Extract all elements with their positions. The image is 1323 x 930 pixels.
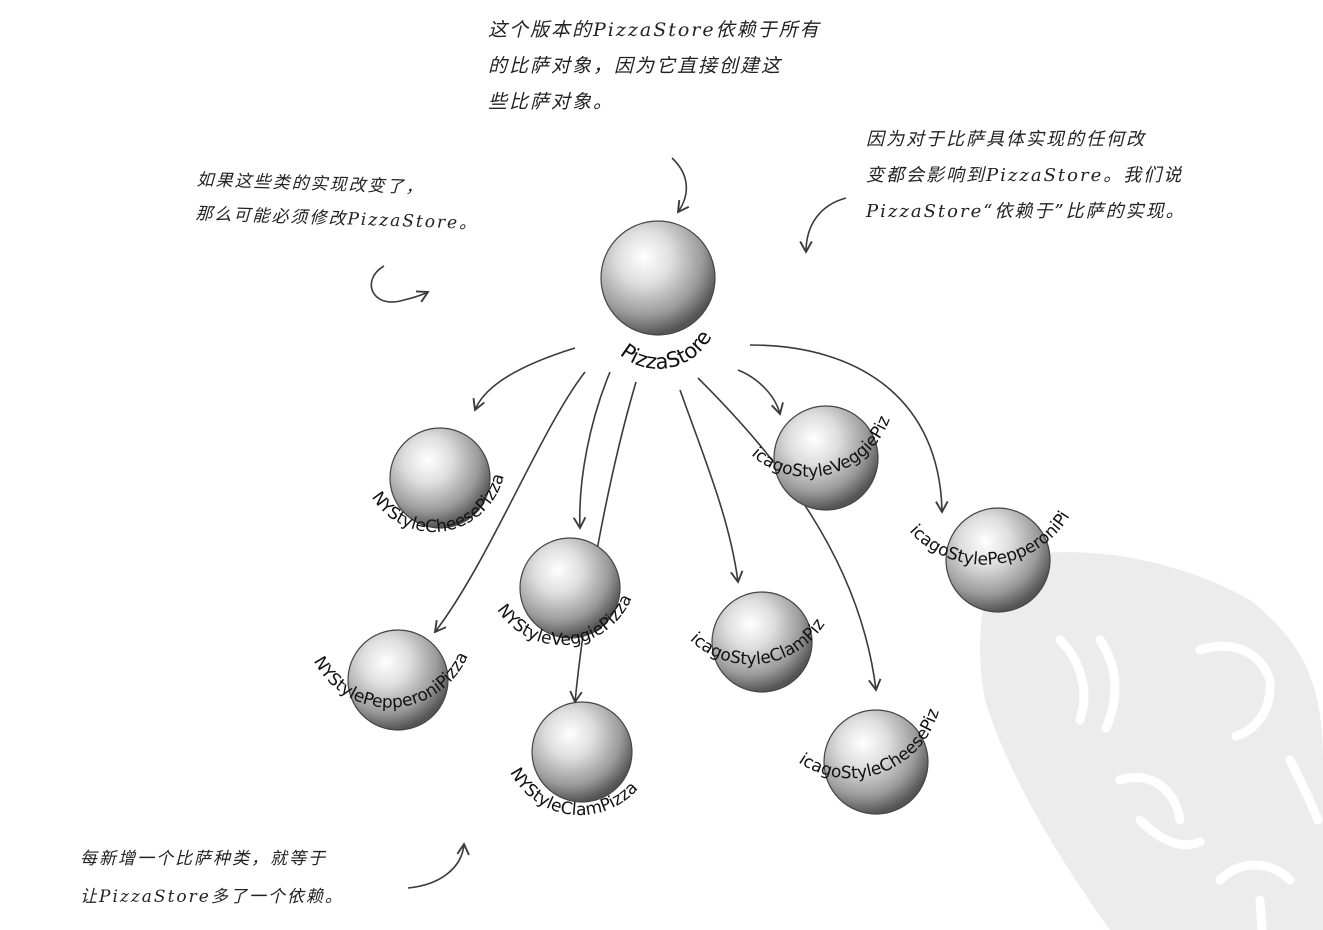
annotation-top-line: 些比萨对象。 bbox=[488, 91, 615, 113]
chicago-cheese-sphere bbox=[823, 709, 929, 815]
annotation-top-line: 的比萨对象，因为它直接创建这 bbox=[488, 55, 783, 77]
annotation-top: 这个版本的PizzaStore依赖于所有 的比萨对象，因为它直接创建这 些比萨对… bbox=[488, 12, 821, 120]
annotation-top-line: 这个版本的PizzaStore依赖于所有 bbox=[488, 19, 821, 41]
annotation-left: 如果这些类的实现改变了， 那么可能必须修改PizzaStore。 bbox=[195, 163, 480, 241]
annotation-right: 因为对于比萨具体实现的任何改 变都会影响到PizzaStore。我们说 Pizz… bbox=[866, 122, 1186, 230]
pointer-left-note bbox=[370, 265, 430, 303]
arrow-to-ny-veggie bbox=[572, 371, 611, 530]
ny-veggie-sphere bbox=[519, 537, 621, 639]
annotation-right-line: PizzaStore“依赖于”比萨的实现。 bbox=[866, 201, 1186, 222]
ny-clam-sphere bbox=[531, 701, 633, 803]
annotation-right-line: 变都会影响到PizzaStore。我们说 bbox=[866, 165, 1184, 186]
annotation-bottom: 每新增一个比萨种类，就等于 让PizzaStore多了一个依赖。 bbox=[80, 840, 344, 916]
chicago-pepperoni-sphere bbox=[945, 507, 1051, 613]
ny-cheese-sphere bbox=[389, 427, 491, 529]
arrow-to-chicago-cheese bbox=[697, 377, 882, 692]
pointer-top-note bbox=[671, 157, 690, 214]
ny-pepperoni-sphere bbox=[347, 629, 449, 731]
arrow-to-ny-cheese bbox=[472, 347, 576, 412]
annotation-bottom-line: 每新增一个比萨种类，就等于 bbox=[80, 849, 327, 869]
chicago-clam-sphere bbox=[711, 591, 813, 693]
annotation-pointers bbox=[370, 157, 847, 889]
class-nodes bbox=[347, 220, 1051, 815]
pointer-bottom-note bbox=[407, 842, 470, 889]
arrow-to-chicago-veggie bbox=[737, 369, 784, 416]
chicago-veggie-sphere bbox=[773, 405, 879, 511]
arrow-to-ny-clam bbox=[569, 381, 637, 704]
dependency-arrows bbox=[433, 344, 949, 704]
arrow-to-chicago-clam bbox=[679, 389, 744, 584]
arrow-to-ny-pepperoni bbox=[433, 371, 586, 634]
arrow-to-chicago-pepperoni bbox=[749, 344, 949, 514]
root-node-sphere bbox=[600, 220, 716, 336]
annotation-bottom-line: 让PizzaStore多了一个依赖。 bbox=[80, 887, 344, 907]
annotation-right-line: 因为对于比萨具体实现的任何改 bbox=[866, 129, 1146, 150]
watermark-seal bbox=[980, 552, 1323, 930]
pointer-right-note bbox=[799, 197, 847, 254]
